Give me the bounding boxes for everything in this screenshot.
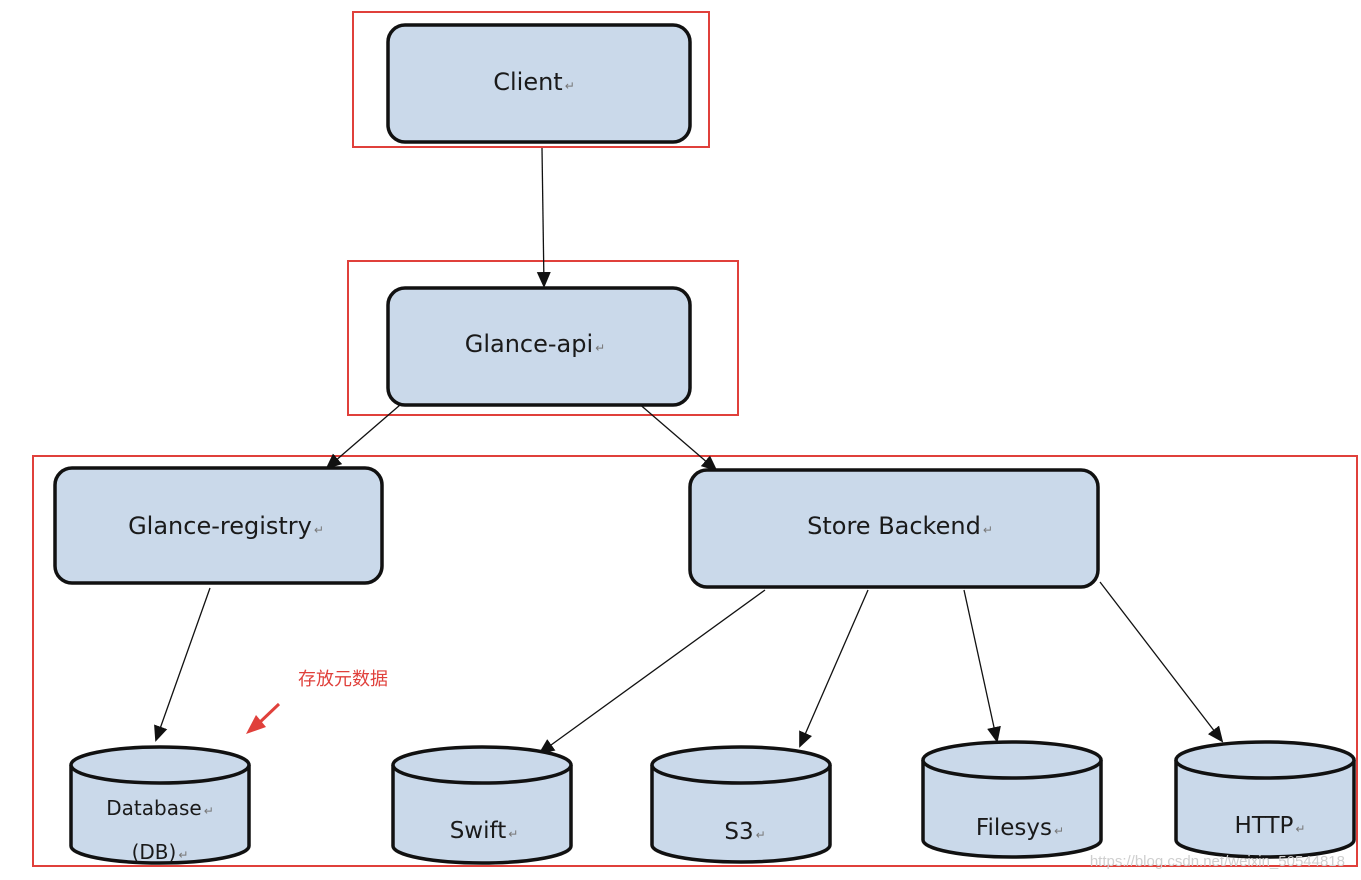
arrow-client-to-glance-api: [536, 147, 551, 288]
backend-highlight-frame: [32, 455, 1358, 867]
svg-text:Client↵: Client↵: [493, 68, 575, 96]
http-cylinder: HTTP↵: [1174, 740, 1356, 859]
svg-text:Glance-registry↵: Glance-registry↵: [128, 512, 324, 540]
paragraph-mark: ↵: [508, 827, 518, 841]
svg-text:Store Backend↵: Store Backend↵: [807, 512, 993, 540]
arrow-glance-api-to-store-backend: [636, 401, 718, 472]
svg-text:Glance-api↵: Glance-api↵: [465, 330, 605, 358]
database-db-label: (DB): [132, 840, 177, 864]
svg-text:(DB)↵: (DB)↵: [132, 840, 189, 864]
svg-text:Swift↵: Swift↵: [450, 818, 519, 844]
svg-text:S3↵: S3↵: [724, 819, 765, 845]
glance-api-node: Glance-api↵: [386, 286, 692, 407]
arrow-backend-to-s3: [799, 589, 869, 748]
glance-api-label: Glance-api: [465, 330, 593, 358]
arrow-backend-to-filesys: [963, 589, 1001, 743]
store-backend-label: Store Backend: [807, 512, 981, 540]
paragraph-mark: ↵: [204, 804, 214, 818]
s3-cylinder: S3↵: [650, 745, 832, 864]
paragraph-mark: ↵: [314, 523, 324, 537]
paragraph-mark: ↵: [565, 79, 575, 93]
metadata-annotation: 存放元数据: [298, 669, 388, 690]
watermark: https://blog.csdn.net/weixin_50544818: [1090, 853, 1345, 870]
paragraph-mark: ↵: [595, 341, 605, 355]
arrow-backend-to-swift: [538, 589, 766, 755]
svg-text:Filesys↵: Filesys↵: [976, 815, 1064, 841]
arrow-registry-to-database: [154, 587, 211, 742]
paragraph-mark: ↵: [1295, 822, 1305, 836]
svg-text:Database↵: Database↵: [106, 796, 214, 820]
paragraph-mark: ↵: [1054, 824, 1064, 838]
svg-text:HTTP↵: HTTP↵: [1235, 813, 1306, 839]
http-label: HTTP: [1235, 813, 1294, 839]
s3-label: S3: [724, 819, 753, 845]
arrow-backend-to-http: [1099, 581, 1224, 743]
paragraph-mark: ↵: [178, 848, 188, 862]
swift-cylinder: Swift↵: [391, 745, 573, 865]
filesys-label: Filesys: [976, 815, 1052, 841]
client-node: Client↵: [386, 23, 692, 144]
database-label: Database: [106, 796, 201, 820]
database-cylinder: Database↵ (DB)↵: [69, 745, 251, 865]
store-backend-node: Store Backend↵: [688, 468, 1100, 589]
filesys-cylinder: Filesys↵: [921, 740, 1103, 859]
glance-registry-label: Glance-registry: [128, 512, 312, 540]
annotation-arrow: [246, 702, 281, 734]
swift-label: Swift: [450, 818, 507, 844]
arrow-glance-api-to-registry: [325, 404, 401, 470]
client-highlight-frame: [352, 11, 710, 148]
client-label: Client: [493, 68, 562, 96]
paragraph-mark: ↵: [756, 828, 766, 842]
glance-registry-node: Glance-registry↵: [53, 466, 384, 585]
paragraph-mark: ↵: [983, 523, 993, 537]
